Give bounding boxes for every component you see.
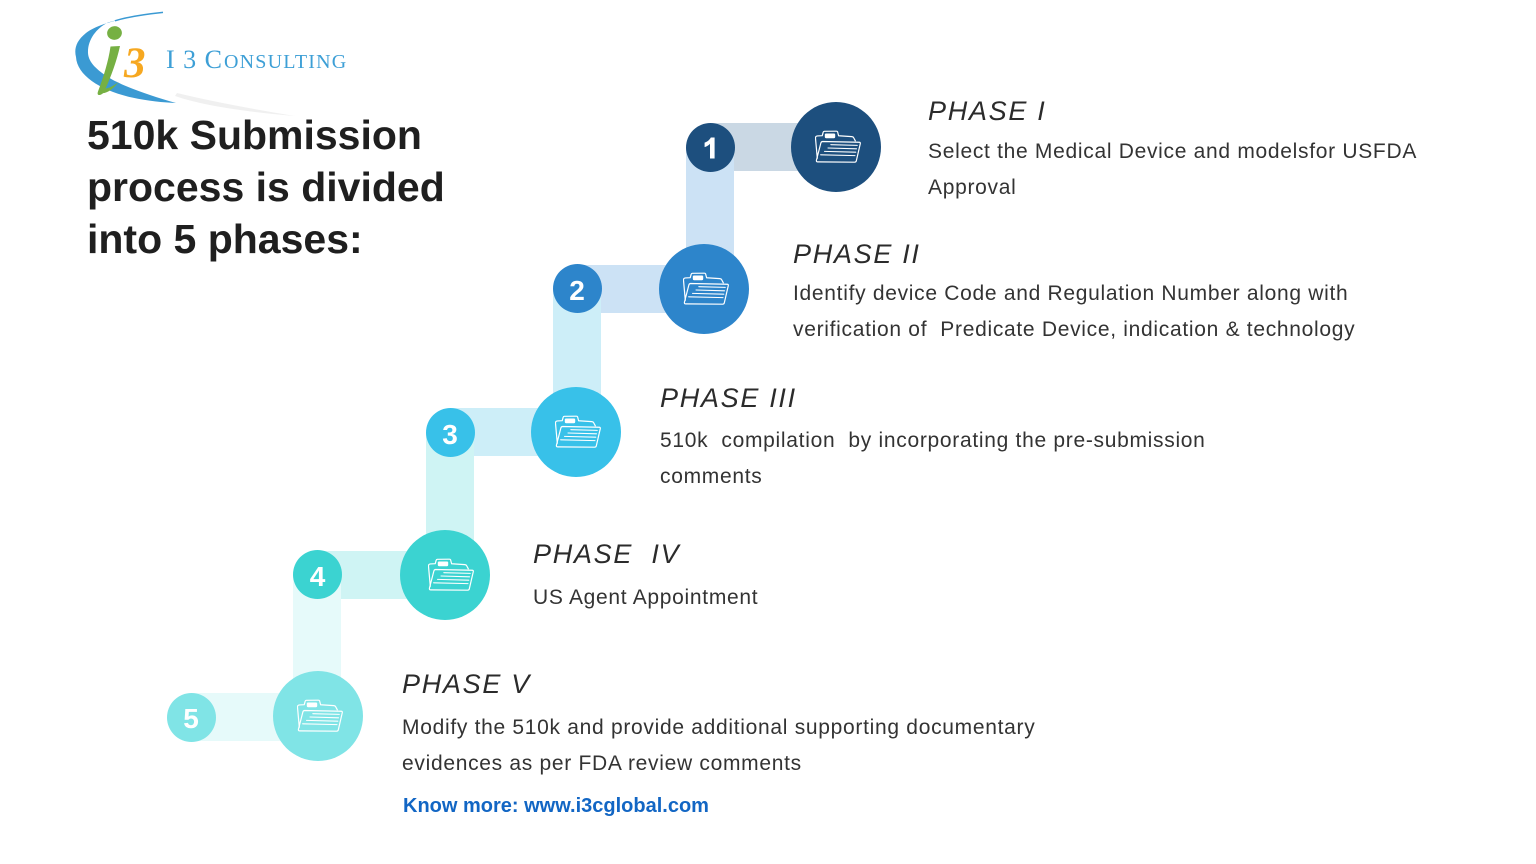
svg-text:3: 3 [123,40,146,87]
svg-text:ONSULTING: ONSULTING [224,51,347,73]
svg-text:I 3 C: I 3 C [166,45,223,74]
